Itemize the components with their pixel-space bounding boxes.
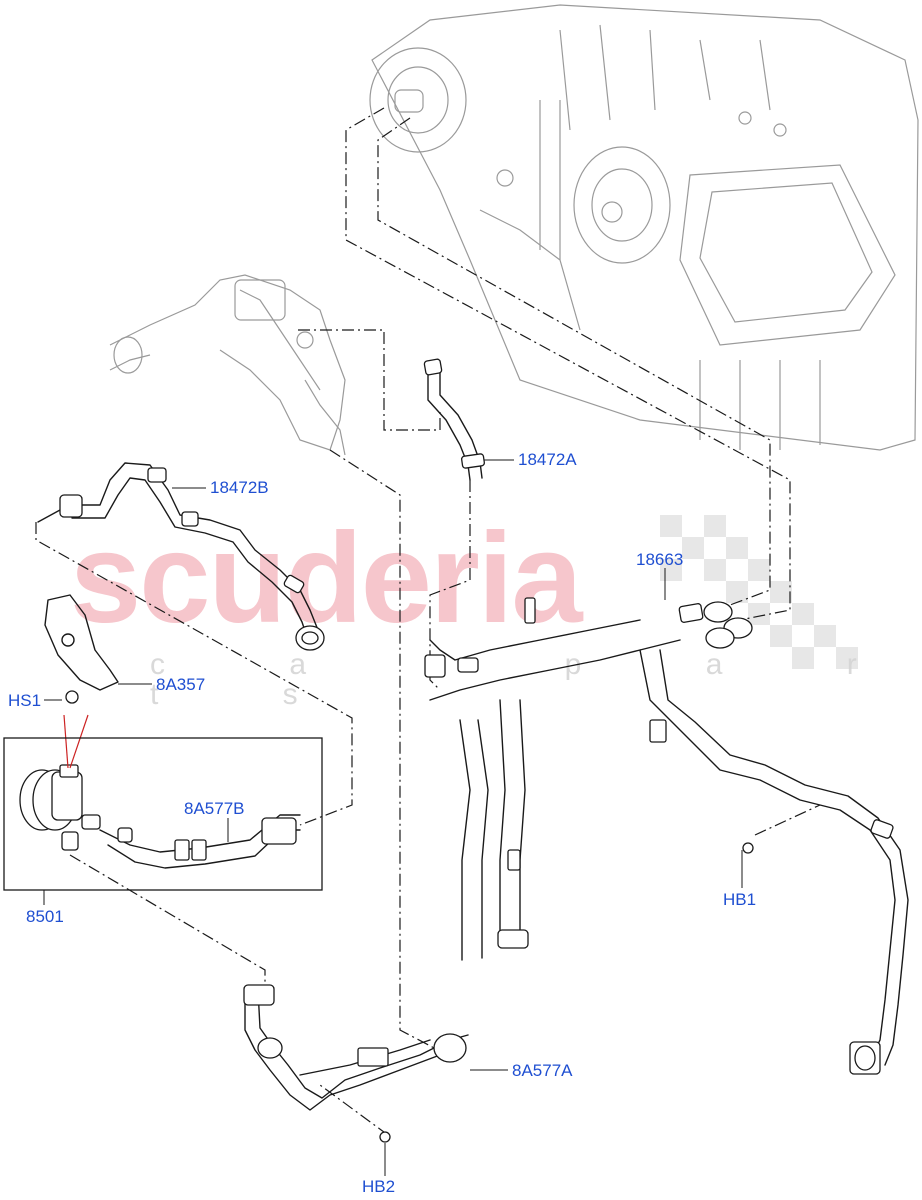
- pipe-bundle: [429, 619, 681, 961]
- callout-hb1[interactable]: HB1: [723, 890, 757, 909]
- clamps: [59, 358, 894, 1143]
- leader-lines: [43, 459, 743, 1176]
- callout-8a577a[interactable]: 8A577A: [512, 1061, 573, 1080]
- callout-18663[interactable]: 18663: [636, 550, 684, 569]
- hose-18472b: [67, 462, 319, 641]
- callout-18472b[interactable]: 18472B: [210, 478, 269, 497]
- hvac-housing: [369, 4, 919, 451]
- callout-18472a[interactable]: 18472A: [518, 450, 577, 469]
- watermark-subtitle: c a r p a r t s: [150, 648, 915, 711]
- heater-valve-assembly: [109, 274, 346, 456]
- connector-lines: [35, 107, 821, 1136]
- callout-hb2[interactable]: HB2: [362, 1177, 396, 1196]
- callout-8501[interactable]: 8501: [26, 907, 64, 926]
- pump-group-frame: [3, 737, 323, 891]
- checker-flag-watermark: [660, 515, 858, 669]
- watermark-brand: scuderia: [70, 507, 582, 650]
- hoses: [37, 369, 909, 1111]
- callout-8a577b[interactable]: 8A577B: [184, 799, 245, 818]
- red-pointers: [63, 714, 89, 769]
- callout-8a357[interactable]: 8A357: [156, 675, 206, 694]
- callout-hs1[interactable]: HS1: [8, 691, 42, 710]
- water-pump: [19, 764, 101, 851]
- bracket-8a357: [44, 594, 119, 691]
